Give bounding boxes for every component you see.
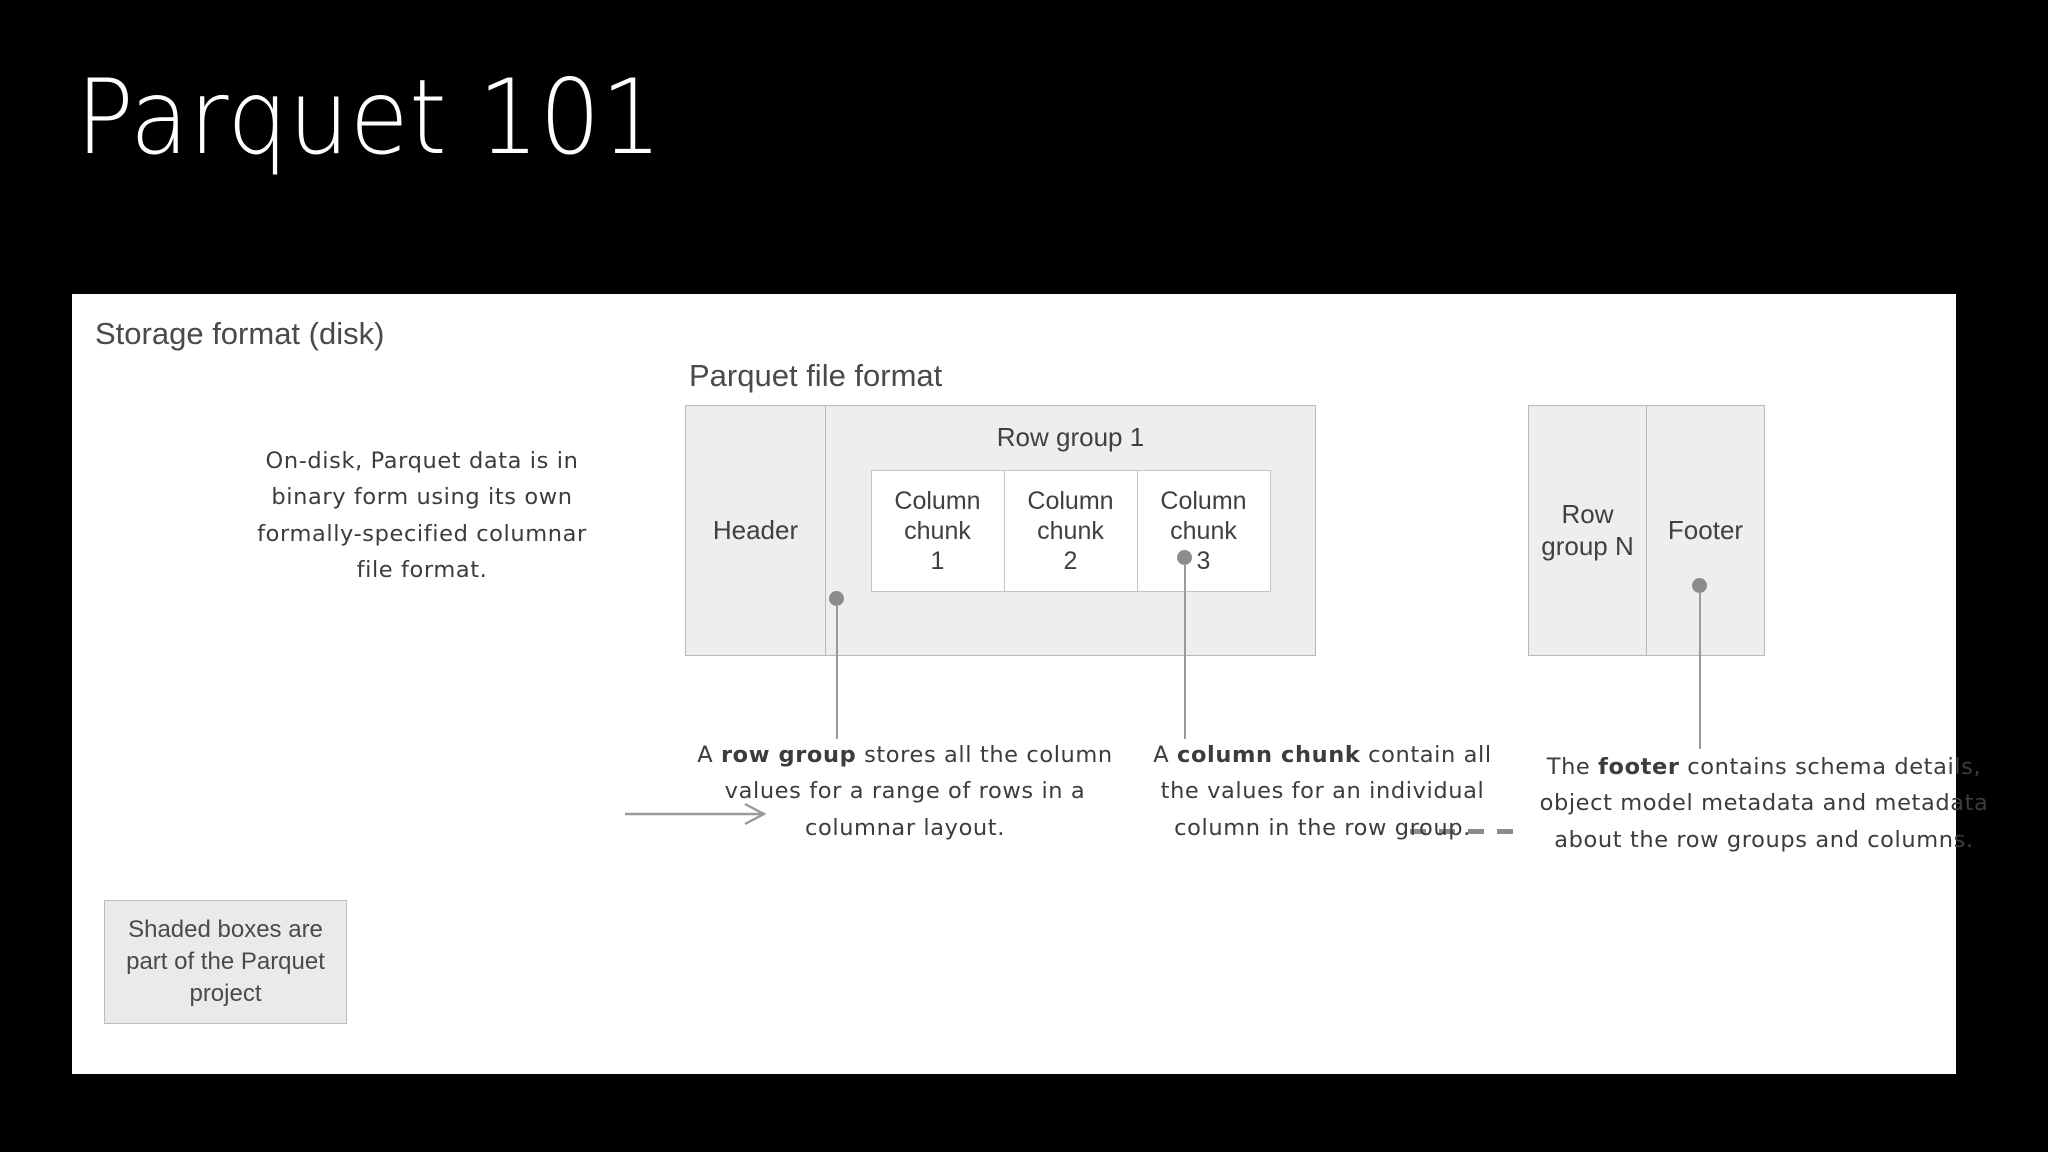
annotation-footer-suffix: contains schema details, object model me… — [1539, 754, 1989, 853]
annotation-column-chunk-term: column chunk — [1177, 742, 1361, 768]
annotation-column-chunk-prefix: A — [1153, 742, 1178, 768]
column-chunk-2: Column chunk 2 — [1005, 471, 1138, 591]
connector-row-group — [829, 591, 849, 801]
legend-text: Shaded boxes are part of the Parquet pro… — [126, 916, 325, 1007]
annotation-footer-prefix: The — [1546, 754, 1599, 780]
diagram-title: Parquet file format — [689, 358, 943, 393]
annotation-row-group-suffix: stores all the column values for a range… — [724, 742, 1113, 841]
connector-line-column-chunk — [1183, 564, 1186, 739]
parquet-file-box: Header Row group 1 Column chunk 1 Column… — [685, 405, 1316, 656]
ellipsis-dashes — [1410, 829, 1513, 834]
annotation-row-group-term: row group — [720, 742, 857, 768]
column-chunk-3: Column chunk 3 — [1138, 471, 1270, 591]
connector-footer — [1692, 578, 1712, 818]
row-group-n-cell: Row group N — [1529, 406, 1647, 655]
column-chunk-2-line3: 2 — [1063, 547, 1078, 575]
column-chunk-1-line2: chunk — [904, 517, 971, 545]
dash-3 — [1468, 829, 1484, 834]
row-group-1-label: Row group 1 — [996, 422, 1145, 452]
column-chunk-3-line1: Column — [1160, 487, 1247, 515]
connector-dot-column-chunk — [1177, 550, 1192, 565]
column-chunk-1: Column chunk 1 — [872, 471, 1005, 591]
header-cell: Header — [686, 406, 826, 655]
annotation-column-chunk: A column chunk contain all the values fo… — [1150, 737, 1495, 846]
connector-dot-footer — [1692, 578, 1707, 593]
footer-bar: databricks ref: Understanding how Parque… — [0, 1074, 2048, 1152]
dash-1 — [1410, 829, 1426, 834]
panel-heading: Storage format (disk) — [95, 316, 385, 351]
connector-line-row-group — [835, 605, 838, 739]
annotation-footer: The footer contains schema details, obje… — [1524, 749, 2004, 858]
dash-2 — [1439, 829, 1455, 834]
page-title: Parquet 101 — [76, 58, 663, 178]
content-panel: Storage format (disk) On-disk, Parquet d… — [72, 294, 1988, 1074]
arrow-icon — [625, 799, 775, 829]
column-chunk-3-line2: chunk — [1170, 517, 1237, 545]
row-group-1-cell: Row group 1 Column chunk 1 Column chunk … — [826, 406, 1315, 655]
column-chunk-2-line2: chunk — [1037, 517, 1104, 545]
annotation-row-group-prefix: A — [697, 742, 721, 768]
annotation-column-chunk-suffix: contain all the values for an individual… — [1160, 742, 1492, 841]
annotation-footer-term: footer — [1598, 754, 1680, 780]
column-chunk-1-line1: Column — [894, 487, 981, 515]
column-chunks-group: Column chunk 1 Column chunk 2 Column — [870, 470, 1271, 592]
connector-line-footer — [1698, 592, 1701, 749]
connector-column-chunk — [1177, 550, 1197, 800]
column-chunk-2-line1: Column — [1027, 487, 1114, 515]
column-chunk-1-line3: 1 — [930, 547, 945, 575]
annotation-row-group: A row group stores all the column values… — [680, 737, 1130, 846]
dash-4 — [1497, 829, 1513, 834]
column-chunk-3-line3: 3 — [1196, 547, 1211, 575]
annotation-left: On-disk, Parquet data is in binary form … — [257, 448, 587, 584]
footer-cell: Footer — [1667, 514, 1744, 545]
legend-box: Shaded boxes are part of the Parquet pro… — [104, 900, 347, 1024]
connector-dot-row-group — [829, 591, 844, 606]
row-group-n-footer-box: Row group N Footer — [1528, 405, 1765, 656]
